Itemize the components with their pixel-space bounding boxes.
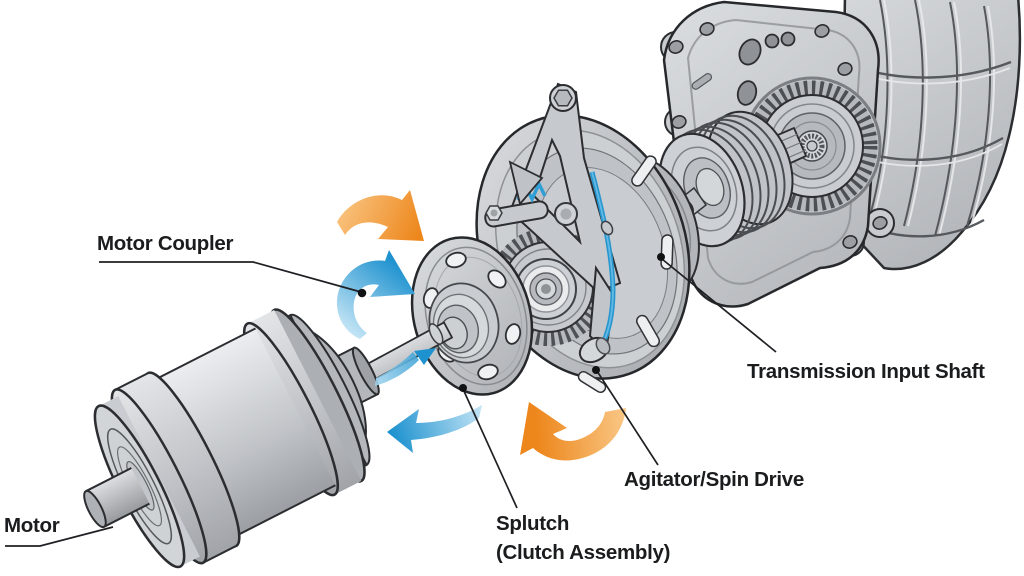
motor-leader: [5, 526, 114, 547]
rotation-arrow-blue-mid: [336, 250, 415, 339]
label-agitator-spin-drive: Agitator/Spin Drive: [624, 468, 804, 491]
agitator-leader: [596, 370, 659, 466]
rotation-arrow-orange-top: [337, 190, 424, 241]
label-splutch-line2: (Clutch Assembly): [496, 541, 671, 564]
rotation-arrow-blue-shaft-head: [414, 348, 436, 365]
label-splutch-line1: Splutch: [496, 512, 570, 535]
label-motor: Motor: [4, 514, 60, 537]
label-splutch: Splutch (Clutch Assembly): [496, 509, 670, 567]
leader-dots: [357, 253, 665, 392]
leader-lines: [5, 258, 777, 547]
clutch-cable: [589, 171, 616, 351]
splutch-leader: [462, 388, 518, 509]
clutch-lever: [484, 82, 622, 364]
rotation-arrow-blue-bottom: [387, 405, 482, 453]
motor-stub-shaft: [83, 467, 150, 529]
rotation-arrow-orange-bottom: [520, 402, 626, 461]
motor-coupler-leader: [99, 261, 362, 293]
label-transmission-input-shaft: Transmission Input Shaft: [747, 360, 985, 383]
motor: [83, 308, 380, 569]
rotation-arrow-blue-shaft: [375, 352, 419, 386]
transmission-leader: [661, 258, 777, 353]
label-motor-coupler: Motor Coupler: [97, 232, 234, 255]
